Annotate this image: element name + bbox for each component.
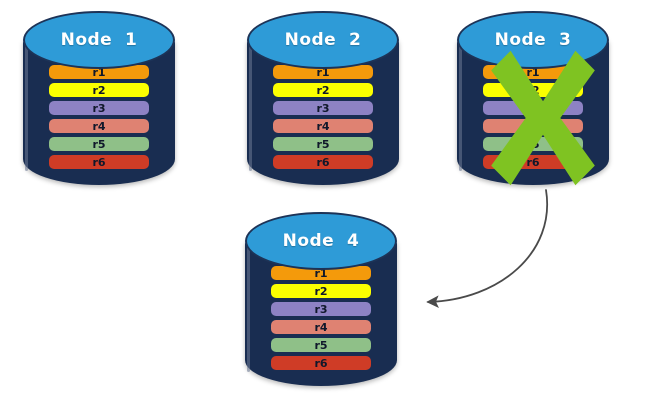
record-bar-r6[interactable]: r6 — [272, 155, 374, 169]
record-bar-r3[interactable]: r3 — [272, 101, 374, 115]
record-bar-r6[interactable]: r6 — [48, 155, 150, 169]
record-bar-r4[interactable]: r4 — [270, 320, 372, 334]
node-title: Node 4 — [282, 231, 360, 251]
record-bar-r3[interactable]: r3 — [48, 101, 150, 115]
node-1[interactable]: r1 r2 r3 r4 r5 r6 Node 1 — [23, 11, 175, 185]
record-bar-r5[interactable]: r5 — [270, 338, 372, 352]
node-cylinder-top: Node 4 — [245, 212, 397, 270]
node-cylinder-top: Node 3 — [457, 11, 609, 69]
node-cylinder-top: Node 1 — [23, 11, 175, 69]
record-bar-r3[interactable]: r3 — [270, 302, 372, 316]
node-2[interactable]: r1 r2 r3 r4 r5 r6 Node 2 — [247, 11, 399, 185]
record-bar-r2[interactable]: r2 — [48, 83, 150, 97]
record-bar-r1[interactable]: r1 — [272, 65, 374, 79]
record-bar-r2[interactable]: r2 — [482, 83, 584, 97]
record-list: r1 r2 r3 r4 r5 r6 — [48, 65, 150, 169]
record-bar-r5[interactable]: r5 — [482, 137, 584, 151]
record-bar-r2[interactable]: r2 — [270, 284, 372, 298]
record-bar-r2[interactable]: r2 — [272, 83, 374, 97]
record-bar-r6[interactable]: r6 — [270, 356, 372, 370]
record-bar-r3[interactable]: r3 — [482, 101, 584, 115]
record-bar-r4[interactable]: r4 — [482, 119, 584, 133]
record-bar-r1[interactable]: r1 — [48, 65, 150, 79]
record-bar-r6[interactable]: r6 — [482, 155, 584, 169]
record-bar-r4[interactable]: r4 — [272, 119, 374, 133]
node-title: Node 2 — [284, 30, 362, 50]
record-bar-r5[interactable]: r5 — [48, 137, 150, 151]
node-cylinder-top: Node 2 — [247, 11, 399, 69]
node-title: Node 1 — [60, 30, 138, 50]
record-list: r1 r2 r3 r4 r5 r6 — [270, 266, 372, 370]
record-bar-r1[interactable]: r1 — [270, 266, 372, 280]
node-title: Node 3 — [494, 30, 572, 50]
record-bar-r4[interactable]: r4 — [48, 119, 150, 133]
record-bar-r5[interactable]: r5 — [272, 137, 374, 151]
node-4[interactable]: r1 r2 r3 r4 r5 r6 Node 4 — [245, 212, 397, 386]
record-list: r1 r2 r3 r4 r5 r6 — [272, 65, 374, 169]
